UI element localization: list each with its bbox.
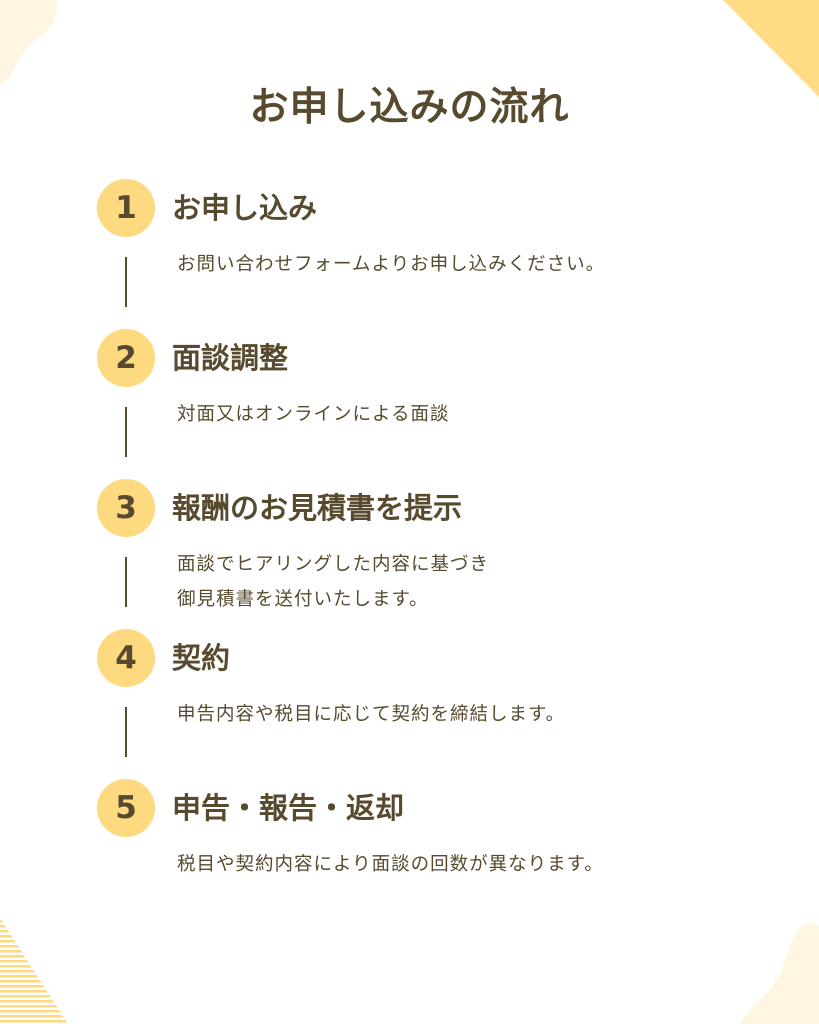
step-number-badge: 3	[97, 479, 155, 537]
step-description-line: 申告内容や税目に応じて契約を締結します。	[177, 704, 566, 725]
step-description: 対面又はオンラインによる面談	[177, 397, 449, 432]
step-description: お問い合わせフォームよりお申し込みください。	[177, 247, 605, 282]
step-description-line: 御見積書を送付いたします。	[177, 589, 429, 610]
step-number-badge: 5	[97, 779, 155, 837]
step-title: 報酬のお見積書を提示	[172, 491, 463, 525]
step-title: 申告・報告・返却	[172, 791, 405, 825]
step-description-line: 対面又はオンラインによる面談	[177, 404, 450, 425]
page-title: お申し込みの流れ	[249, 85, 570, 130]
bottom-left-striped-triangle	[0, 918, 68, 1024]
step-description: 申告内容や税目に応じて契約を締結します。	[177, 697, 565, 732]
connector-line	[125, 257, 127, 307]
connector-line	[125, 407, 127, 457]
step-description-line: 税目や契約内容により面談の回数が異なります。	[177, 854, 604, 875]
step-description: 税目や契約内容により面談の回数が異なります。	[177, 847, 604, 882]
bottom-right-blob	[740, 922, 819, 1024]
step-description-line: 面談でヒアリングした内容に基づき	[177, 554, 490, 575]
step-number-badge: 2	[97, 329, 155, 387]
step-description: 面談でヒアリングした内容に基づき御見積書を送付いたします。	[177, 547, 489, 617]
step-title: 契約	[172, 641, 231, 675]
step-title: お申し込み	[172, 191, 318, 225]
step-number-badge: 4	[97, 629, 155, 687]
top-right-triangle	[723, 0, 819, 97]
connector-line	[125, 557, 127, 607]
step-number-badge: 1	[97, 179, 155, 237]
step-title: 面談調整	[172, 341, 289, 375]
top-left-blob	[0, 0, 58, 84]
step-description-line: お問い合わせフォームよりお申し込みください。	[177, 254, 606, 275]
connector-line	[125, 707, 127, 757]
